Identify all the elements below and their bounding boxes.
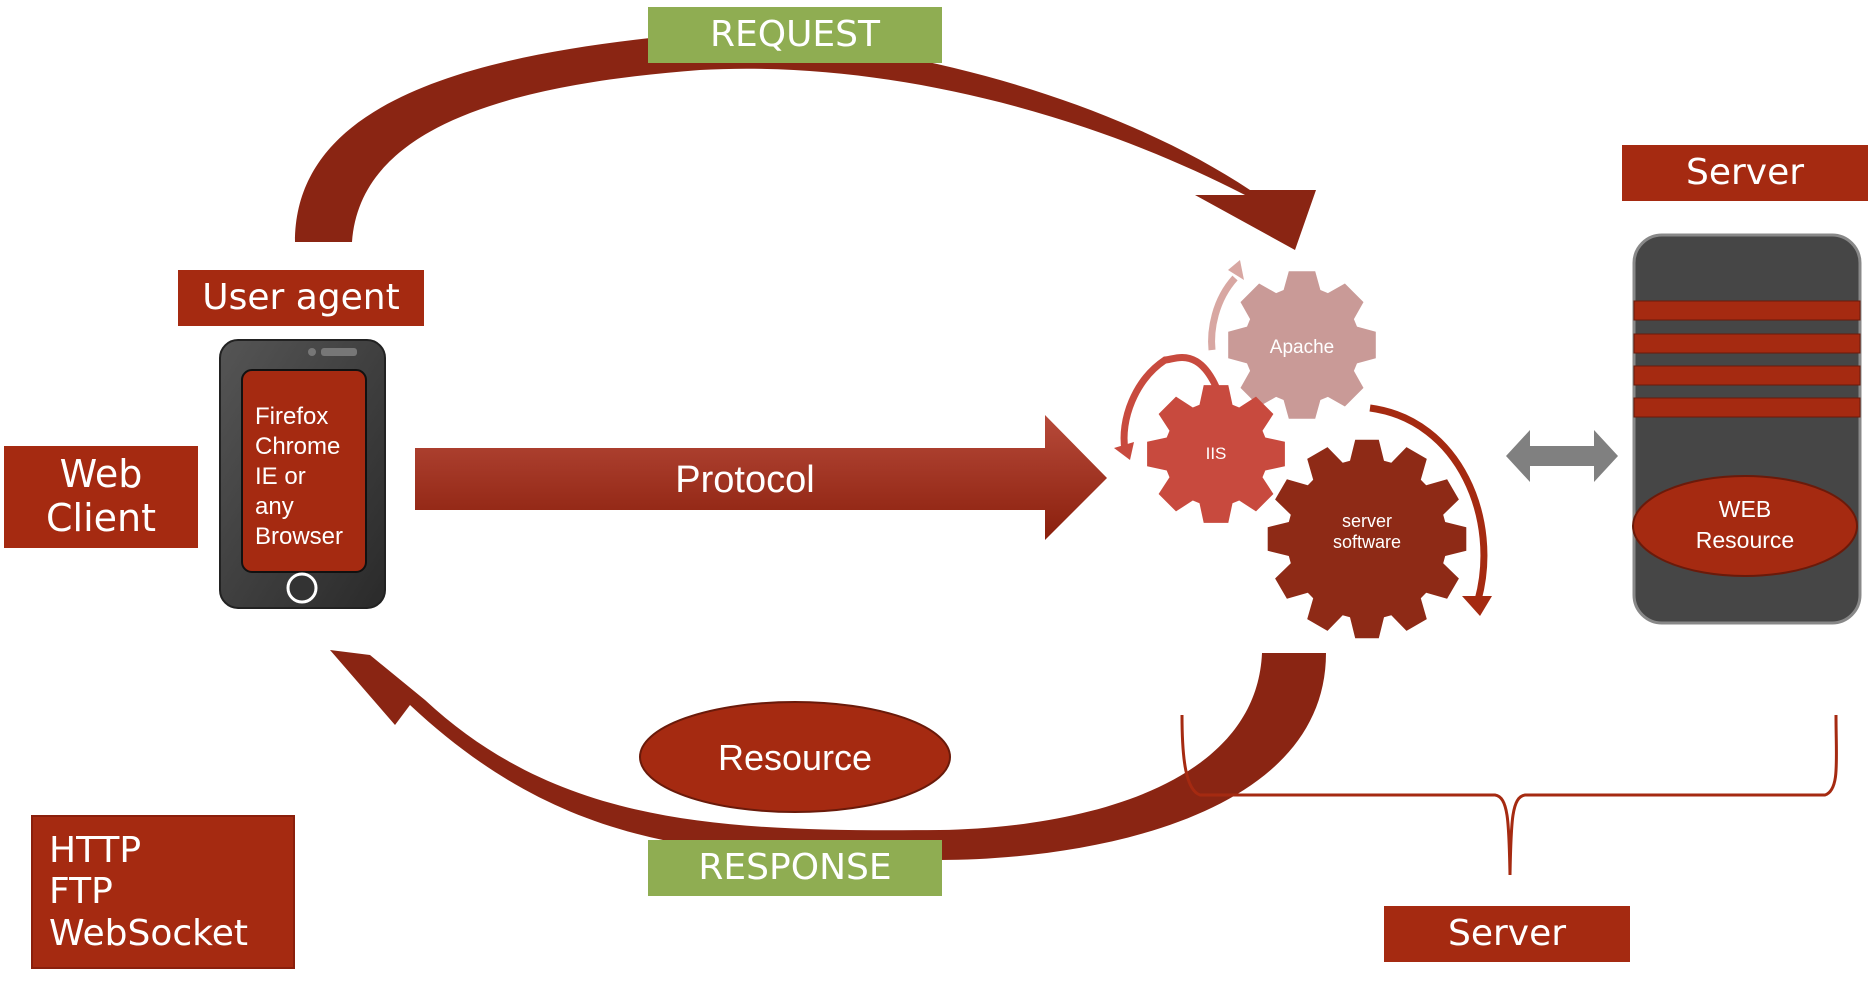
- protocol-arrow: [415, 415, 1107, 540]
- server-software-label-line2: software: [1333, 532, 1401, 552]
- server-top-label: Server: [1622, 145, 1868, 201]
- browser-ie: IE or: [255, 463, 306, 490]
- request-arrow: [295, 36, 1316, 251]
- browser-any: any: [255, 493, 294, 520]
- gear-iis-shape: [1147, 385, 1285, 523]
- server-bottom-label: Server: [1384, 906, 1630, 962]
- double-arrow-icon: [1506, 430, 1618, 482]
- server-brace: [1180, 714, 1838, 876]
- server-software-label-line1: server: [1342, 511, 1392, 531]
- browser-chrome: Chrome: [255, 433, 340, 460]
- iis-label: IIS: [1206, 444, 1227, 463]
- protocol-websocket: WebSocket: [49, 912, 248, 954]
- server-software-gear-icon: [1267, 439, 1467, 639]
- web-resource-line1: WEB: [1719, 496, 1771, 522]
- protocol-ftp: FTP: [49, 871, 113, 913]
- web-resource-line2: Resource: [1696, 527, 1794, 553]
- protocols-box: HTTP FTP WebSocket: [31, 815, 295, 969]
- resource-label: Resource: [718, 737, 872, 778]
- web-client-line2: Client: [45, 496, 156, 540]
- user-agent-label: User agent: [178, 270, 424, 326]
- phone-icon: [219, 339, 386, 609]
- response-label: RESPONSE: [648, 840, 942, 896]
- resource-ellipse: [639, 701, 951, 813]
- gear-apache-shape: [1228, 271, 1376, 419]
- response-arrow: [330, 650, 1326, 860]
- server-tower-icon: [1632, 233, 1862, 625]
- gear-server-shape: [1267, 439, 1467, 639]
- web-client-box: Web Client: [4, 446, 198, 548]
- protocol-label: Protocol: [675, 459, 814, 501]
- web-client-line1: Web: [59, 452, 143, 497]
- request-label: REQUEST: [648, 7, 942, 63]
- protocol-http: HTTP: [49, 829, 142, 871]
- cycle-arrows: [1114, 260, 1492, 616]
- apache-label: Apache: [1270, 337, 1334, 358]
- browser-firefox: Firefox: [255, 403, 328, 430]
- iis-gear-icon: [1147, 385, 1285, 523]
- browser-browser: Browser: [255, 523, 343, 550]
- apache-gear-icon: [1228, 271, 1376, 419]
